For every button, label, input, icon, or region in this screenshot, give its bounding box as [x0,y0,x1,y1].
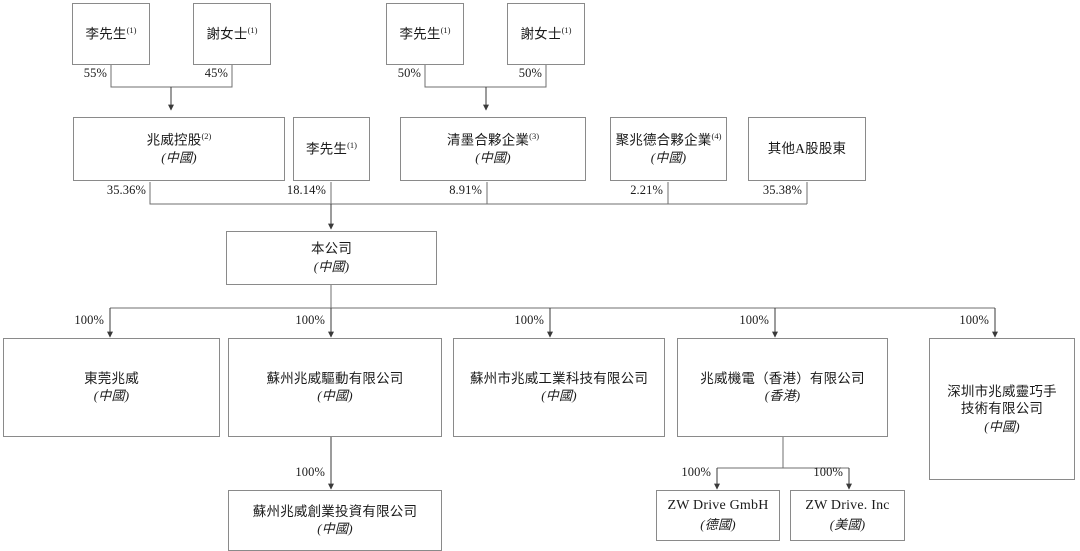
node-label: 李先生(1) [399,24,451,42]
node-suzhou-zhaowei-drive[interactable]: 蘇州兆威驅動有限公司 (中國) [228,338,442,437]
edge-label-dongguan-100: 100% [74,313,104,327]
node-li-mr-direct[interactable]: 李先生(1) [293,117,370,181]
node-label: 深圳市兆威靈巧手 技術有限公司 [947,383,1057,417]
node-li-mr-a[interactable]: 李先生(1) [72,3,150,65]
node-location: (中國) [984,418,1020,434]
node-label: 謝女士(1) [520,24,572,42]
node-label: 聚兆德合夥企業(4) [615,131,722,148]
node-zhaowei-hk[interactable]: 兆威機電（香港）有限公司 (香港) [677,338,888,437]
node-other-a-shareholders[interactable]: 其他A股股東 [748,117,866,181]
node-label: 本公司 [310,241,353,257]
node-shenzhen-lingqiaoshou[interactable]: 深圳市兆威靈巧手 技術有限公司 (中國) [929,338,1075,480]
node-label: 兆威控股(2) [146,131,212,148]
node-label: 清墨合夥企業(3) [446,131,540,148]
edge-label-li-b-50: 50% [397,66,421,80]
edge-label-inc-100: 100% [813,465,843,479]
edge-label-zhaowei-hk-100: 100% [739,313,769,327]
node-label: 蘇州兆威創業投資有限公司 [252,503,418,519]
edge-label-juzhaode-221: 2.21% [630,183,663,197]
node-label: 東莞兆威 [84,370,139,386]
node-label: 蘇州兆威驅動有限公司 [266,370,404,386]
node-location: (中國) [475,150,511,166]
node-location: (中國) [317,388,353,404]
node-dongguan-zhaowei[interactable]: 東莞兆威 (中國) [3,338,220,437]
node-zhaowei-holding[interactable]: 兆威控股(2) (中國) [73,117,285,181]
edge-label-li-direct-1814: 18.14% [286,183,326,197]
node-location: (香港) [764,388,801,404]
node-zw-drive-gmbh[interactable]: ZW Drive GmbH (德國) [656,490,780,541]
edge-label-li-a-55: 55% [83,66,107,80]
node-label: 蘇州市兆威工業科技有限公司 [469,370,649,386]
edge-label-gmbh-100: 100% [681,465,711,479]
node-location: (德國) [700,516,736,532]
node-label: ZW Drive. Inc [805,498,890,514]
edge-label-other-a-3538: 35.38% [762,183,802,197]
node-xie-ms-b[interactable]: 謝女士(1) [507,3,585,65]
edge-label-shenzhen-100: 100% [959,313,989,327]
edge-label-xie-b-50: 50% [518,66,542,80]
node-suzhou-industrial-tech[interactable]: 蘇州市兆威工業科技有限公司 (中國) [453,338,665,437]
node-label: ZW Drive GmbH [667,498,769,514]
node-li-mr-b[interactable]: 李先生(1) [386,3,464,65]
node-juzhaode-partnership[interactable]: 聚兆德合夥企業(4) (中國) [610,117,727,181]
node-label: 謝女士(1) [206,24,258,42]
node-the-company[interactable]: 本公司 (中國) [226,231,437,285]
node-qingmo-partnership[interactable]: 清墨合夥企業(3) (中國) [400,117,586,181]
node-location: (中國) [650,150,687,166]
node-location: (中國) [161,150,197,166]
edge-label-suzhou-industrial-100: 100% [514,313,544,327]
node-label: 李先生(1) [305,139,358,157]
node-suzhou-venture-investment[interactable]: 蘇州兆威創業投資有限公司 (中國) [228,490,442,551]
node-label: 其他A股股東 [767,141,847,157]
edge-label-xie-a-45: 45% [204,66,228,80]
node-location: (中國) [93,388,130,404]
node-location: (中國) [313,258,350,274]
edge-label-venture-100: 100% [295,465,325,479]
node-xie-ms-a[interactable]: 謝女士(1) [193,3,271,65]
edge-label-holding-3536: 35.36% [106,183,146,197]
node-label: 兆威機電（香港）有限公司 [700,370,865,386]
edge-label-qingmo-891: 8.91% [449,183,482,197]
node-location: (中國) [541,388,577,404]
edge-label-suzhou-drive-100: 100% [295,313,325,327]
node-zw-drive-inc[interactable]: ZW Drive. Inc (美國) [790,490,905,541]
node-location: (中國) [317,521,353,537]
node-location: (美國) [829,516,866,532]
node-label: 李先生(1) [85,24,137,42]
